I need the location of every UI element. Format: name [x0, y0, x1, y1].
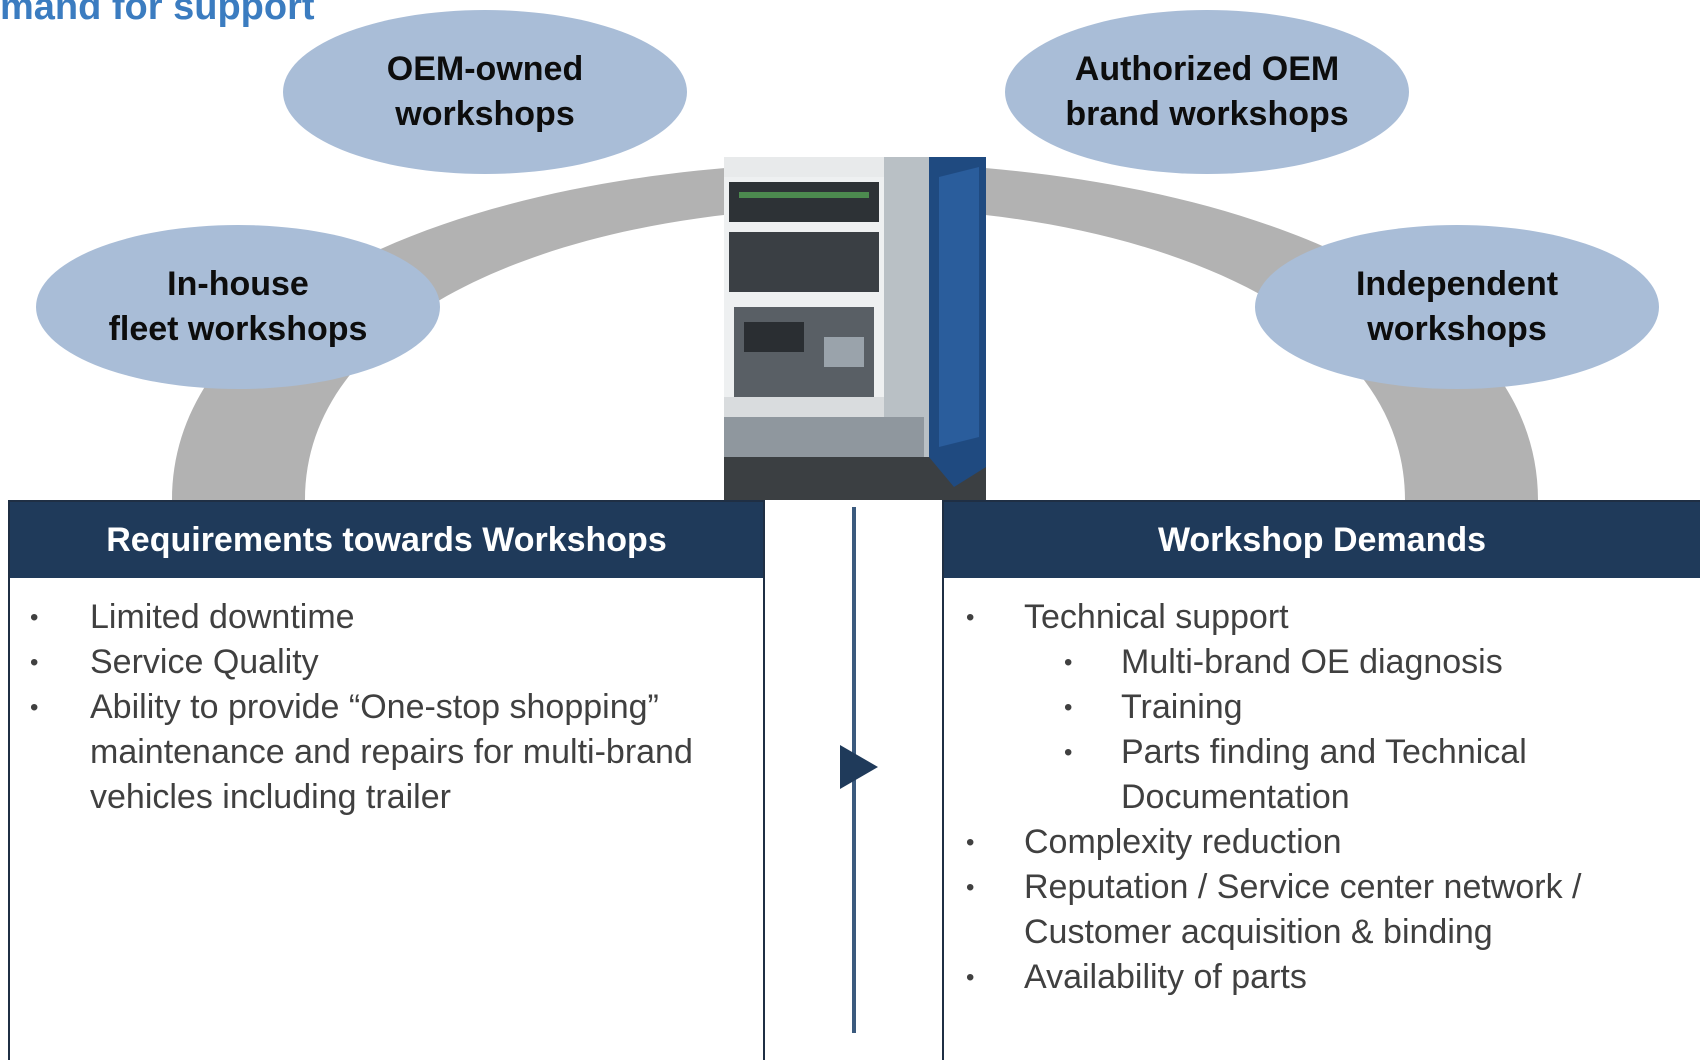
list-item: •Limited downtime — [10, 595, 763, 640]
bullet-icon: • — [30, 694, 39, 721]
demands-list: •Technical support •Multi-brand OE diagn… — [944, 578, 1700, 1000]
bullet-icon: • — [30, 649, 39, 676]
bubble-in-house: In-house fleet workshops — [36, 225, 440, 389]
bullet-icon: • — [966, 604, 975, 631]
requirements-header: Requirements towards Workshops — [10, 502, 763, 578]
page-title: mand for support — [0, 0, 315, 28]
bullet-icon: • — [1064, 694, 1073, 721]
right-triangle-arrow-icon — [840, 745, 878, 789]
truck-workshop-photo — [724, 157, 986, 500]
list-subitem: •Training — [944, 685, 1700, 730]
bubble-authorized-oem: Authorized OEM brand workshops — [1005, 10, 1409, 174]
list-subitem: •Multi-brand OE diagnosis — [944, 640, 1700, 685]
requirements-list: •Limited downtime •Service Quality •Abil… — [10, 578, 763, 820]
bullet-icon: • — [966, 829, 975, 856]
list-subitem: •Parts finding and Technical Documentati… — [944, 730, 1700, 820]
list-item: •Ability to provide “One-stop shopping” … — [10, 685, 763, 820]
requirements-panel: Requirements towards Workshops •Limited … — [8, 500, 765, 1060]
bubble-oem-owned: OEM-owned workshops — [283, 10, 687, 174]
list-item: •Service Quality — [10, 640, 763, 685]
list-item: •Complexity reduction — [944, 820, 1700, 865]
bullet-icon: • — [30, 604, 39, 631]
list-item: •Reputation / Service center network / C… — [944, 865, 1700, 955]
demands-panel: Workshop Demands •Technical support •Mul… — [942, 500, 1700, 1060]
bullet-icon: • — [966, 964, 975, 991]
bubble-independent: Independent workshops — [1255, 225, 1659, 389]
bullet-icon: • — [1064, 649, 1073, 676]
bullet-icon: • — [966, 874, 975, 901]
arch-band — [172, 162, 1538, 500]
demands-header: Workshop Demands — [944, 502, 1700, 578]
list-item: •Technical support — [944, 595, 1700, 640]
bullet-icon: • — [1064, 739, 1073, 766]
list-item: •Availability of parts — [944, 955, 1700, 1000]
